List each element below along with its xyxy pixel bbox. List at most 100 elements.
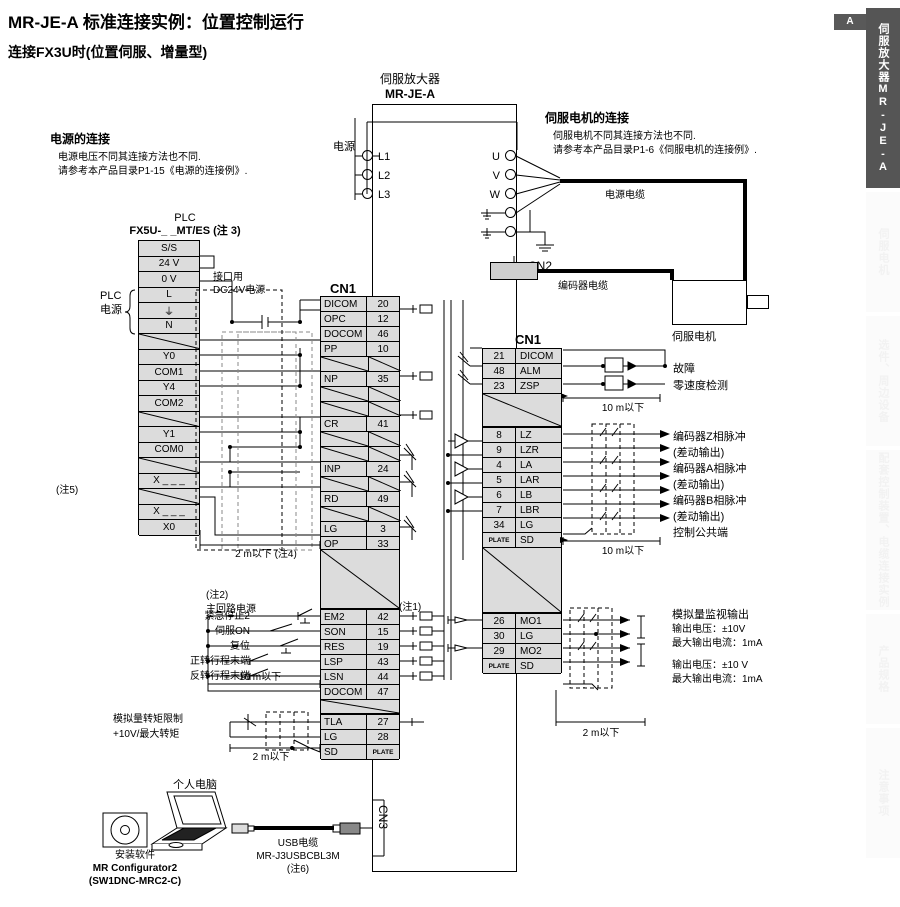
label-distance-10m-a: 10 m以下 [601, 403, 645, 414]
label-analog-torque-line2: +10V/最大转矩 [113, 729, 180, 740]
terminal-pin-number: 27 [366, 715, 399, 729]
plc-terminal-label: L [166, 289, 172, 301]
terminal-pin-number: 9 [483, 443, 516, 457]
terminal-signal-name: LBR [520, 504, 540, 516]
terminal-pin-number: 47 [366, 685, 399, 699]
label-distance-10m-left: 10 m以下 [238, 672, 282, 683]
junction-dot [206, 644, 210, 648]
terminal-pin-number: 28 [366, 730, 399, 744]
power-connection-line1: 电源电压不同其连接方法也不同. [58, 152, 201, 163]
side-tab-rail: 伺服放大器MR-JE-A 伺服电机 选件、周边设备 配套控制装置、电缆连接实例 … [866, 0, 900, 907]
label-alarm: 故障 [673, 363, 695, 375]
terminal-u-label: U [492, 151, 500, 163]
plc-terminal-row: Y1 [139, 427, 199, 443]
plc-terminal-row: X _ _ _ [139, 504, 199, 520]
plc-terminal-row: N [139, 318, 199, 334]
label-analog-monitor-i1: 最大输出电流：1mA [672, 638, 763, 649]
junction-dot [206, 674, 210, 678]
label-analog-torque-line1: 模拟量转矩限制 [113, 714, 183, 725]
junction-dot [290, 746, 294, 750]
terminal-l3-label: L3 [378, 189, 391, 201]
terminal-signal-name: LZ [520, 429, 532, 441]
junction-dot [206, 629, 210, 633]
plc-terminal-row: COM2 [139, 396, 199, 412]
plc-terminal-label: X0 [162, 521, 176, 533]
terminal-pin-number: 44 [366, 670, 399, 684]
label-control-common: 控制公共端 [673, 527, 728, 539]
page-subtitle: 连接FX3U时(位置伺服、增量型) [8, 44, 208, 60]
pc-cable-line3: (注6) [286, 864, 310, 875]
label-analog-monitor-v1: 输出电压：±10V [672, 624, 746, 635]
terminal-row: LZ 8 [483, 428, 561, 443]
pc-software-line1: 安装软件 [115, 850, 155, 861]
terminal-row-blank [321, 357, 401, 372]
side-tab-motor[interactable]: 伺服电机 [866, 192, 900, 312]
pc-software-line2: MR Configurator2 [92, 863, 178, 874]
terminal-w-label: W [489, 189, 500, 201]
terminal-signal-name: RES [324, 641, 345, 653]
junction-dot [298, 353, 302, 357]
terminal-signal-name: MO2 [520, 645, 542, 657]
terminal-signal-name: SD [520, 534, 534, 546]
terminal-pin-number: 20 [366, 297, 399, 311]
cn3-label: CN3 [376, 805, 390, 830]
side-tab-options[interactable]: 选件、周边设备 [866, 316, 900, 446]
terminal-pin-number: 49 [366, 492, 399, 506]
junction-dot [298, 445, 302, 449]
terminal-signal-name: ALM [520, 365, 541, 377]
terminal-signal-name: LSN [324, 671, 344, 683]
plc-terminal-blank [139, 411, 199, 427]
terminal-signal-name: NP [324, 373, 338, 385]
terminal-pin-number: 7 [483, 503, 516, 517]
terminal-pin-number: 8 [483, 428, 516, 442]
plc-terminal-label: X _ _ _ [153, 506, 185, 518]
label-analog-monitor-title: 模拟量监视输出 [672, 609, 749, 621]
junction-dot [206, 659, 210, 663]
side-tab-controllers[interactable]: 配套控制装置、电缆连接实例 [866, 450, 900, 610]
power-cable-label: 电源电缆 [605, 190, 645, 201]
plc-terminal-row: Y0 [139, 349, 199, 365]
terminal-row-blank [321, 447, 401, 462]
terminal-pin-number: 33 [366, 537, 399, 551]
amplifier-caption-line1: 伺服放大器 [379, 72, 440, 86]
terminal-signal-name: CR [324, 418, 339, 430]
terminal-row-blank [321, 387, 401, 402]
plc-terminal-label: Y4 [162, 382, 176, 394]
terminal-pin-number: 12 [366, 312, 399, 326]
label-encoder-b-line1: 编码器B相脉冲 [673, 495, 747, 507]
cn2-connector [490, 262, 538, 280]
terminal-row-blank [321, 432, 401, 447]
plc-terminal-row: 0 V [139, 272, 199, 288]
terminal-pin-number: 26 [483, 614, 516, 628]
plc-terminal-blank [139, 489, 199, 505]
plc-terminal-blank [139, 458, 199, 474]
side-tab-specs[interactable]: 产品规格 [866, 614, 900, 724]
side-tab-notices[interactable]: 注意事项 [866, 728, 900, 858]
plc-terminal-row: S/S [139, 241, 199, 257]
terminal-signal-name: RD [324, 493, 339, 505]
label-encoder-a-line2: (差动输出) [673, 479, 725, 491]
side-tab-amplifier[interactable]: 伺服放大器MR-JE-A [866, 8, 900, 188]
cn1-right-gap-lower [482, 547, 562, 613]
power-connection-line2: 请参考本产品目录P1-15《电源的连接例》. [58, 166, 248, 177]
power-connection-title: 电源的连接 [50, 132, 111, 146]
label-distance-2m-left: 2 m以下 [252, 752, 290, 763]
plc-terminal-row: L [139, 287, 199, 303]
pc-label: 个人电脑 [173, 779, 217, 791]
cn1-right-label: CN1 [515, 332, 542, 347]
plc-terminal-label: N [165, 320, 173, 332]
terminal-row: RD 49 [321, 492, 399, 507]
terminal-row: LSN 44 [321, 670, 399, 685]
servo-motor-shaft [747, 295, 769, 309]
terminal-pin-number: 34 [483, 518, 516, 532]
label-encoder-z-line2: (差动输出) [673, 447, 725, 459]
